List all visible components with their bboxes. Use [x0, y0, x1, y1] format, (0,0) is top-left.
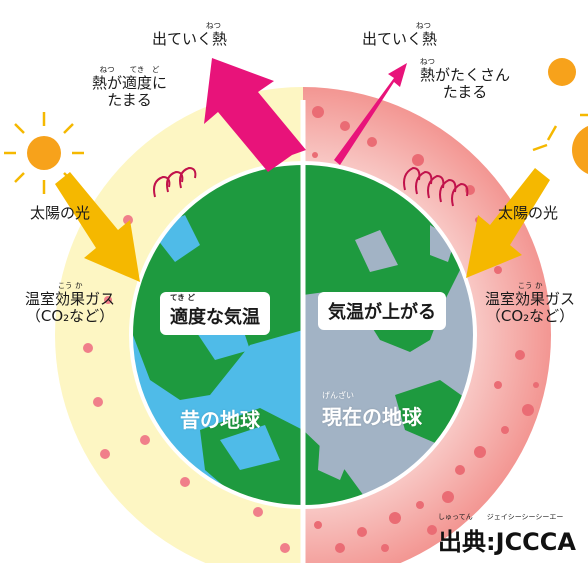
source-credit: しゅってん ジェイシーシーシーエー 出典:JCCCA — [438, 513, 576, 557]
present-heat-out-arrow — [334, 63, 407, 165]
past-sunlight-arrow — [55, 172, 140, 282]
past-greenhouse-gas-label: こう か 温室効果ガス （CO₂など） — [25, 281, 116, 325]
present-heat-loops — [403, 166, 469, 207]
present-earth-label: げんざい 現在の地球 — [322, 391, 422, 430]
past-heat-loops — [153, 166, 197, 198]
past-temperature-box: てき ど 適度な気温 — [160, 292, 270, 335]
past-gas-dots — [83, 215, 290, 553]
present-gas-dots — [312, 106, 539, 553]
present-temperature-box: 気温が上がる — [318, 292, 446, 330]
present-greenhouse-gas-label: こう か 温室効果ガス （CO₂など） — [485, 281, 576, 325]
past-earth-label: 昔の地球 — [180, 408, 260, 432]
past-heat-out-label: ねつ 出ていく熱 — [152, 21, 228, 48]
past-heat-out-arrow — [204, 58, 306, 172]
present-sunlight-label: 太陽の光 — [498, 204, 559, 222]
past-sunlight-label: 太陽の光 — [30, 204, 91, 222]
present-heat-out-label: ねつ 出ていく熱 — [362, 21, 438, 48]
present-sun-icon — [532, 58, 588, 174]
present-sunlight-arrow — [466, 168, 550, 278]
past-heat-kept-label: ねつ てき ど 熱が適度に たまる — [92, 65, 168, 109]
present-heat-kept-label: ねつ 熱がたくさん たまる — [420, 57, 511, 101]
